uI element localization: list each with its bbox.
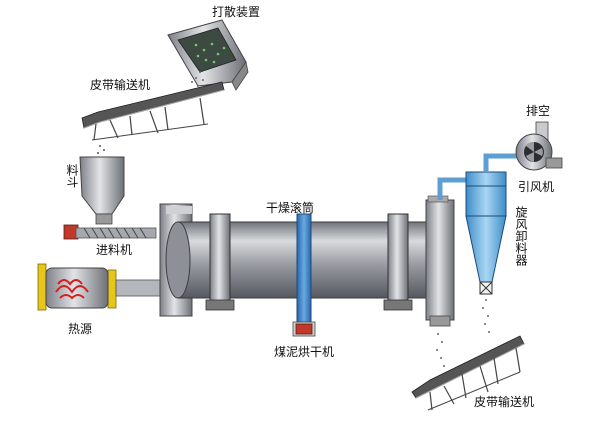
label-cyclone: 旋风卸料器: [514, 206, 528, 266]
fan-icon: [515, 121, 563, 171]
flame-icon: [55, 279, 89, 300]
heat-source-furnace: [37, 263, 161, 311]
material-particles-discharge: [436, 333, 445, 367]
disperser-unit: [167, 19, 249, 91]
belt-conveyor-bottom: [411, 335, 525, 411]
fan-duct: [483, 153, 518, 172]
label-machine: 煤泥烘干机: [274, 345, 335, 359]
label-disperser: 打散装置: [212, 5, 261, 19]
cyclone-separator: [465, 171, 507, 295]
drum-discharge-head: [425, 195, 455, 327]
belt-conveyor-top: [81, 81, 225, 141]
screw-feeder-icon: [63, 224, 157, 240]
drying-drum: [165, 213, 451, 337]
feed-hopper: [79, 145, 125, 225]
label-hopper: 料斗: [65, 164, 79, 188]
label-feeder: 进料机: [96, 243, 133, 257]
label-conveyor-top: 皮带输送机: [90, 78, 151, 92]
label-exhaust: 排空: [526, 104, 551, 118]
label-drum: 干燥滚筒: [266, 201, 315, 215]
exhaust-duct: [437, 177, 470, 200]
label-conveyor-bottom: 皮带输送机: [474, 395, 535, 409]
material-particles-top: [191, 71, 204, 87]
label-heat-source: 热源: [68, 322, 93, 336]
label-fan: 引风机: [518, 180, 555, 194]
motor-icon: [295, 323, 313, 335]
material-particles-cyclone: [482, 299, 490, 333]
